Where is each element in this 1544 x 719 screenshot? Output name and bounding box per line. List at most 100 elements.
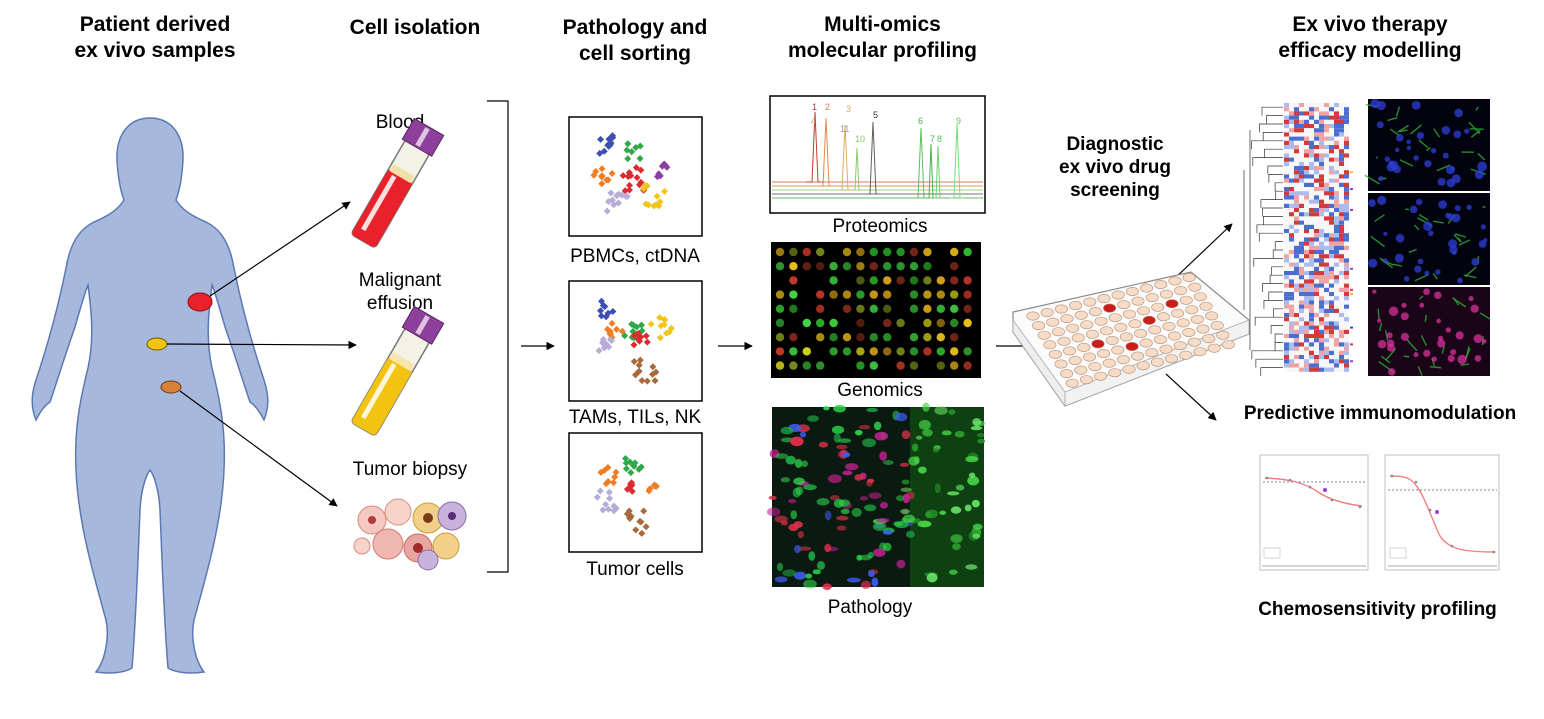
heatmap-cell [1284, 145, 1289, 150]
imaging-nucleus [1386, 343, 1395, 352]
nucleus [896, 495, 905, 502]
heatmap-cell [1299, 254, 1304, 259]
heatmap-cell [1329, 350, 1334, 355]
heatmap-cell [1284, 182, 1289, 187]
heatmap-cell [1334, 338, 1339, 343]
heatmap-cell [1294, 140, 1299, 145]
cell-marker [590, 171, 598, 179]
nucleus [896, 559, 906, 569]
heatmap-cell [1324, 178, 1329, 183]
heatmap-cell [1344, 107, 1349, 112]
heatmap-cell [1294, 195, 1299, 200]
nucleus [854, 474, 863, 481]
heatmap-cell [1299, 350, 1304, 355]
heatmap-cell [1344, 132, 1349, 137]
array-spot [923, 262, 932, 271]
heatmap-cell [1329, 279, 1334, 284]
heatmap-cell [1329, 346, 1334, 351]
heatmap-cell [1304, 346, 1309, 351]
cell-marker [608, 169, 616, 177]
nucleus [774, 515, 788, 523]
heatmap-cell [1324, 254, 1329, 259]
label-tumor-biopsy: Tumor biopsy [352, 459, 468, 480]
heatmap-cell [1314, 199, 1319, 204]
heatmap-cell [1304, 325, 1309, 330]
label-genomics: Genomics [837, 380, 923, 401]
heatmap-cell [1324, 329, 1329, 334]
cell-marker [651, 377, 659, 385]
heatmap-cell [1284, 132, 1289, 137]
cell-marker [636, 356, 644, 364]
array-spot [869, 290, 878, 299]
nucleus [918, 419, 931, 430]
imaging-nucleus [1415, 198, 1423, 206]
heatmap-cell [1329, 166, 1334, 171]
heatmap-cell [1329, 283, 1334, 288]
cell-marker [643, 338, 651, 346]
cell-marker [661, 316, 669, 324]
array-spot [923, 304, 932, 313]
heatmap-cell [1329, 292, 1334, 297]
imaging-nucleus [1423, 288, 1430, 296]
heatmap-cell [1304, 287, 1309, 292]
heatmap-cell [1299, 329, 1304, 334]
heatmap-cell [1339, 182, 1344, 187]
array-spot [842, 347, 852, 356]
heatmap-cell [1304, 153, 1309, 158]
array-spot [936, 347, 945, 356]
well [1060, 314, 1074, 324]
heatmap-cell [1344, 325, 1349, 330]
heatmap-cell [1284, 342, 1289, 347]
well [1151, 302, 1165, 312]
heatmap-cell [1344, 321, 1349, 326]
heatmap-cell [1329, 115, 1334, 120]
stage-title-therapy: Ex vivo therapy efficacy modelling [1278, 13, 1462, 62]
heatmap-cell [1334, 132, 1339, 137]
array-spot [856, 247, 865, 257]
heatmap-cell [1339, 124, 1344, 129]
imaging-nucleus [1442, 152, 1449, 159]
heatmap-cell [1299, 321, 1304, 326]
heatmap-cell [1284, 237, 1289, 242]
heatmap-cell [1304, 258, 1309, 263]
heatmap-cell [1344, 241, 1349, 246]
heatmap-cell [1339, 275, 1344, 280]
cell-marker [608, 319, 616, 327]
heatmap-cell [1299, 191, 1304, 196]
cell-marker [596, 487, 604, 495]
heatmap-cell [1339, 258, 1344, 263]
heatmap-cell [1299, 187, 1304, 192]
heatmap-cell [1344, 350, 1349, 355]
imaging-nucleus [1401, 302, 1407, 308]
heatmap-cell [1289, 233, 1294, 238]
heatmap-cell [1324, 363, 1329, 368]
nucleus [794, 571, 807, 580]
heatmap-cell [1309, 283, 1314, 288]
array-spot [775, 333, 785, 342]
heatmap-cell [1344, 275, 1349, 280]
well [1182, 273, 1196, 282]
heatmap-cell [1344, 338, 1349, 343]
heatmap-cell [1294, 338, 1299, 343]
heatmap-cell [1299, 359, 1304, 364]
heatmap-cell [1314, 203, 1319, 208]
heatmap-cell [1294, 292, 1299, 297]
nucleus [776, 562, 784, 572]
heatmap-cell [1289, 237, 1294, 242]
heatmap-cell [1324, 216, 1329, 221]
heatmap-cell [1329, 229, 1334, 234]
heatmap-cell [1319, 149, 1324, 154]
heatmap-cell [1294, 128, 1299, 133]
heatmap-cell [1299, 363, 1304, 368]
heatmap-cell [1339, 220, 1344, 225]
heatmap-cell [1304, 166, 1309, 171]
heatmap-cell [1329, 338, 1334, 343]
cell-marker [610, 479, 618, 487]
heatmap-cell [1324, 111, 1329, 116]
array-spot [909, 247, 919, 257]
heatmap-cell [1309, 195, 1314, 200]
imaging-nucleus [1436, 318, 1441, 324]
heatmap-cell [1324, 237, 1329, 242]
heatmap-cell [1289, 334, 1294, 339]
